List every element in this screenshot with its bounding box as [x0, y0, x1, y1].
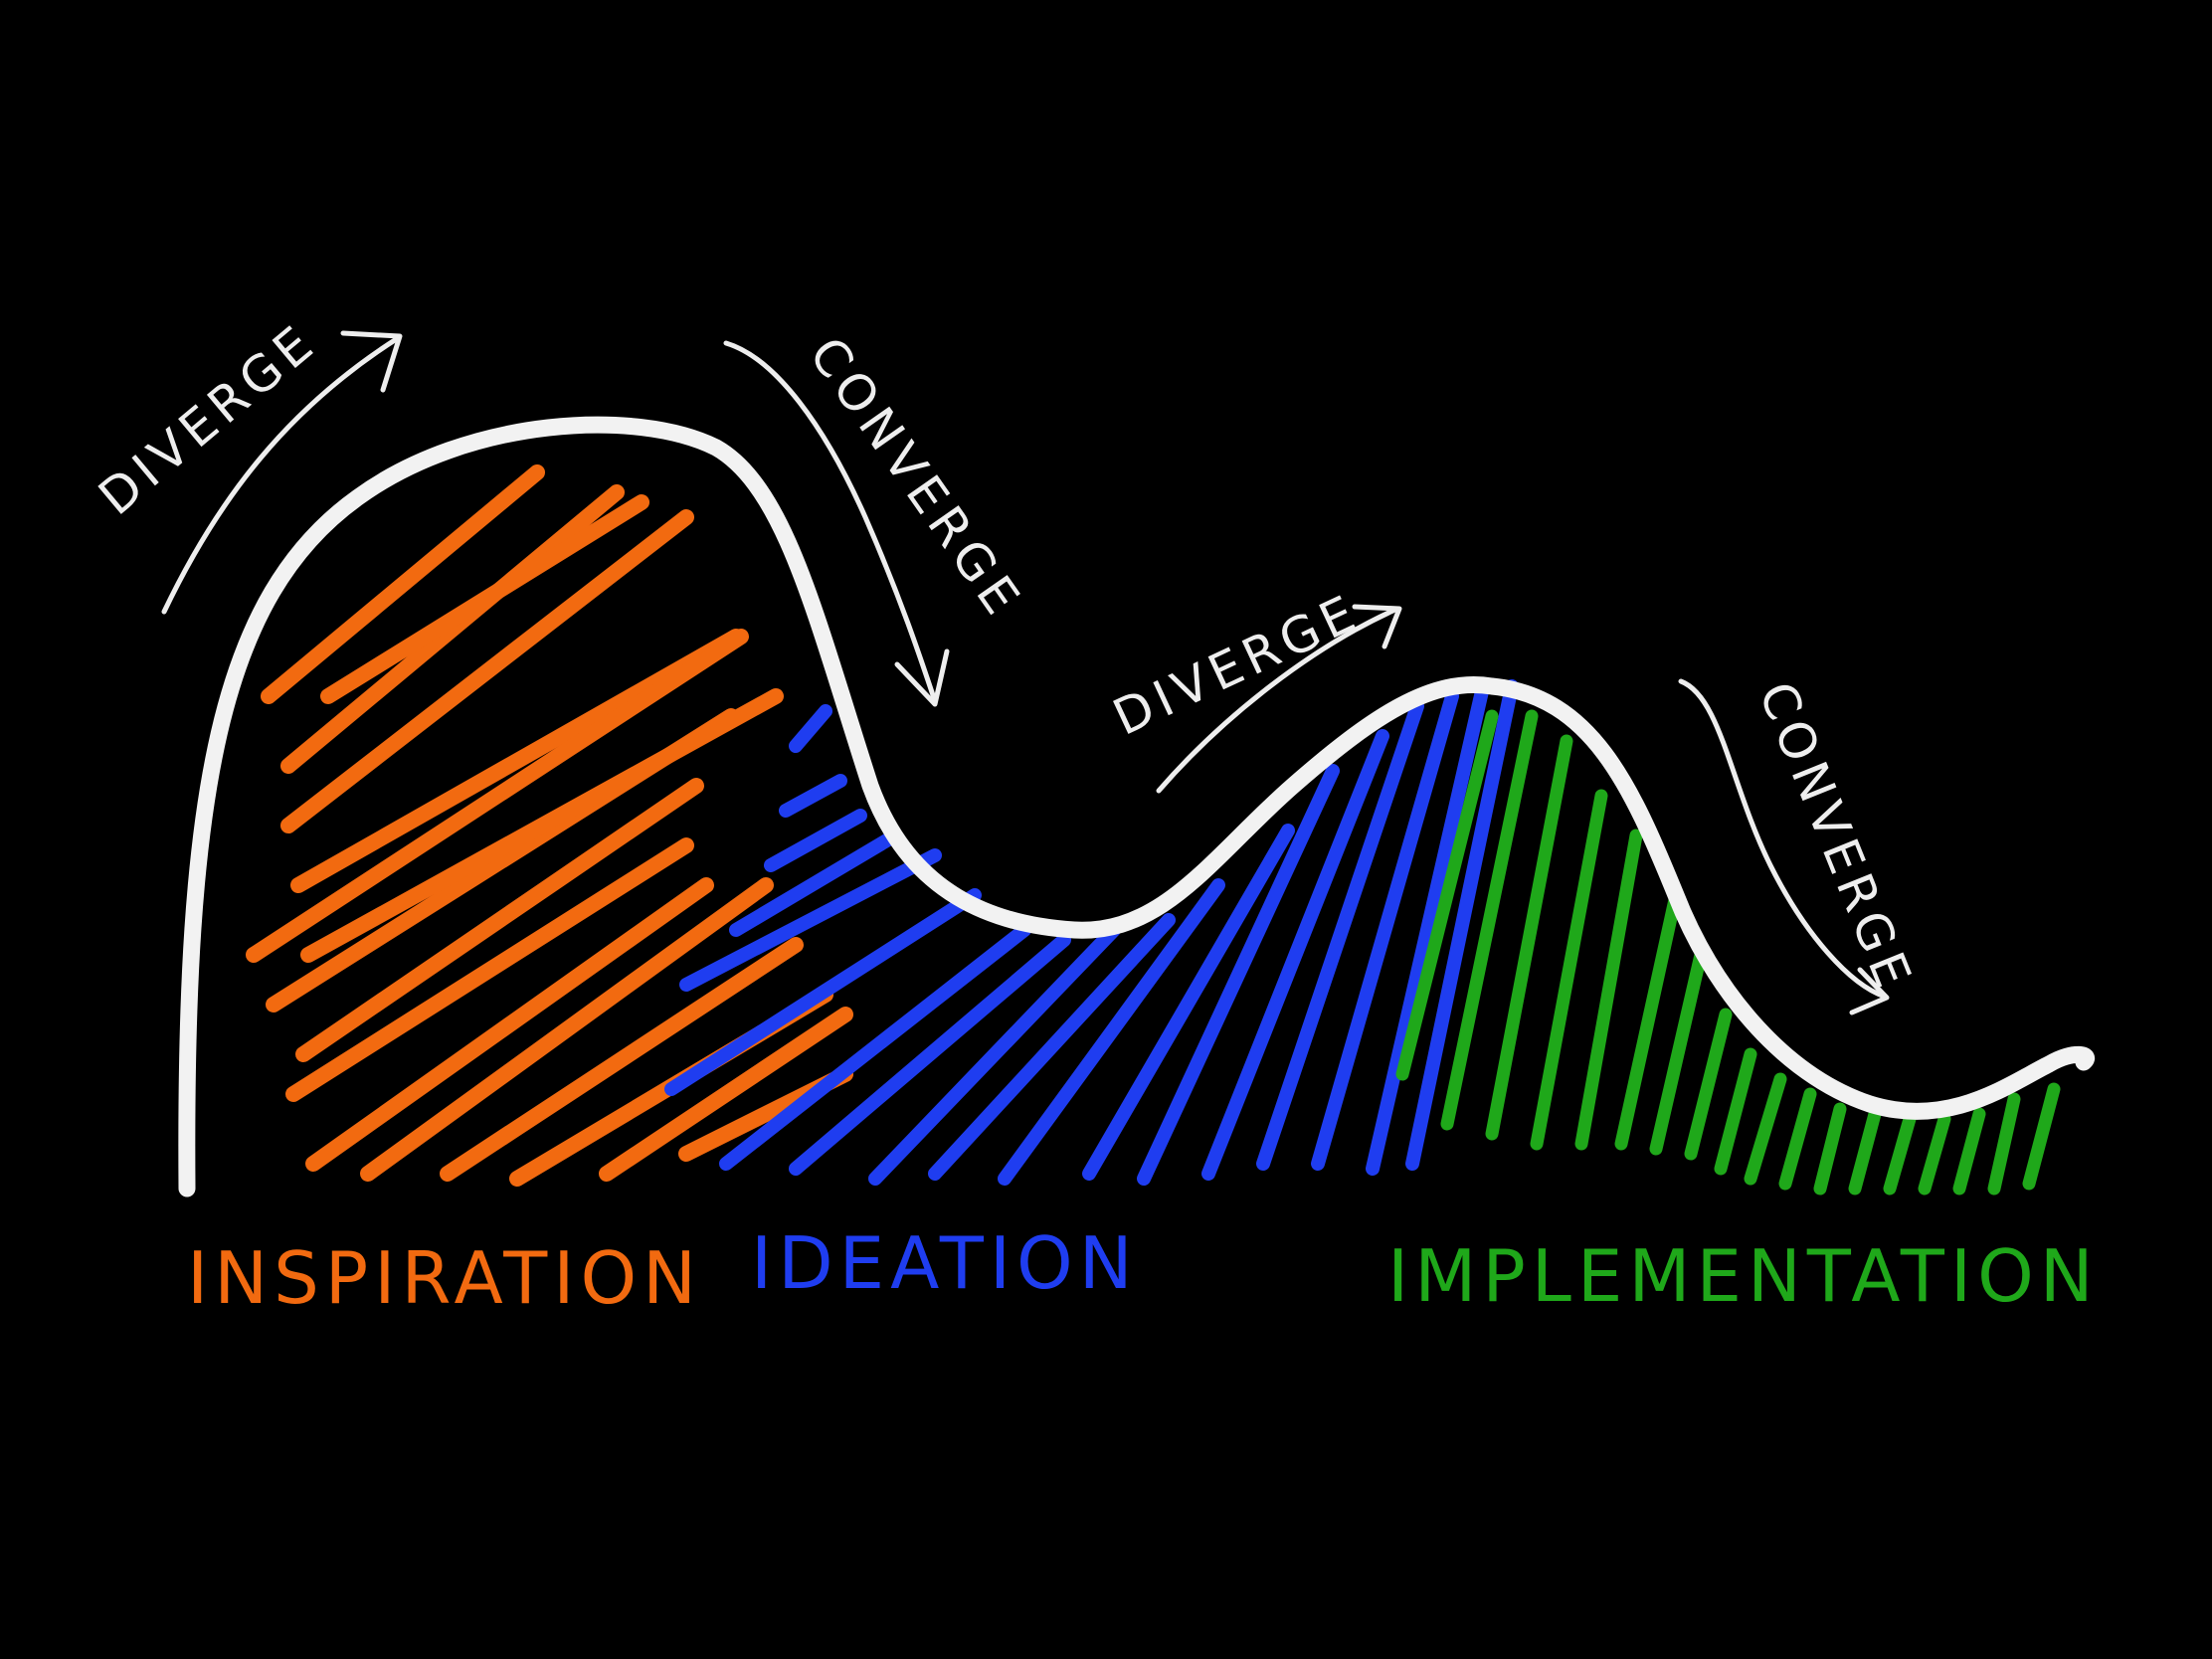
ideation-hatch-stroke: [789, 933, 1071, 1176]
ideation-hatch-stroke: [998, 878, 1225, 1186]
diverge-label-2: DIVERGE: [1105, 583, 1370, 747]
implementation-hatch-stroke: [1485, 734, 1573, 1141]
implementation-hatch-stroke: [1614, 888, 1683, 1151]
process-curve: [178, 416, 2095, 1198]
ideation-hatch-stroke: [1366, 684, 1489, 1176]
inspiration-hatch-stroke: [360, 877, 774, 1182]
implementation-hatch-stroke: [1714, 1047, 1757, 1176]
diverge-annotation-1: DIVERGE: [88, 312, 403, 615]
ideation-hatch-stroke: [1405, 679, 1519, 1171]
ideation-hatch-stroke: [928, 913, 1176, 1181]
phase-label-implementation: IMPLEMENTATION: [1387, 1234, 2100, 1318]
arrow-head-icon: [894, 648, 950, 707]
inspiration-hatch-stroke: [285, 837, 694, 1102]
inspiration-hatch-stroke: [320, 494, 649, 704]
diverge-arrow-1: [161, 335, 401, 615]
ideation-hatch-stroke: [1256, 699, 1424, 1171]
inspiration-hatch-stroke: [305, 877, 714, 1172]
diverge-annotation-2: DIVERGE: [1105, 583, 1402, 794]
inspiration-hatch-stroke: [295, 778, 704, 1062]
implementation-hatch-stroke: [2022, 1082, 2061, 1191]
implementation-hatch-area: [1395, 709, 2061, 1196]
implementation-hatch-stroke: [1778, 1087, 1817, 1191]
inspiration-hatch-stroke: [599, 1007, 853, 1182]
implementation-hatch-stroke: [1574, 829, 1643, 1151]
diverge-label-1: DIVERGE: [88, 312, 327, 526]
inspiration-hatch-stroke: [300, 688, 784, 963]
converge-label-2: CONVERGE: [1748, 674, 1925, 1001]
converge-arrow-1: [723, 340, 938, 704]
implementation-hatch-stroke: [1883, 1112, 1917, 1196]
implementation-hatch-stroke: [1918, 1112, 1951, 1196]
arrow-head-icon: [1849, 967, 1890, 1015]
implementation-hatch-stroke: [1649, 948, 1708, 1156]
ideation-hatch-stroke: [1311, 689, 1459, 1171]
implementation-hatch-stroke: [1440, 709, 1539, 1131]
phase-label-ideation: IDEATION: [751, 1221, 1139, 1305]
ideation-hatch-stroke: [664, 888, 982, 1096]
ideation-hatch-stroke: [1201, 729, 1389, 1181]
ideation-hatch-area: [664, 679, 1519, 1186]
diverge-arrow-2: [1156, 606, 1400, 794]
inspiration-hatch-area: [246, 464, 853, 1187]
ideation-hatch-stroke: [1082, 824, 1295, 1181]
implementation-hatch-stroke: [1813, 1102, 1847, 1196]
implementation-hatch-stroke: [1744, 1072, 1787, 1186]
implementation-hatch-stroke: [1848, 1107, 1882, 1196]
inspiration-hatch-stroke: [280, 484, 625, 774]
inspiration-hatch-stroke: [280, 509, 694, 833]
inspiration-hatch-stroke: [440, 937, 804, 1182]
ideation-hatch-stroke: [779, 774, 847, 818]
ideation-hatch-stroke: [789, 704, 832, 753]
ideation-hatch-stroke: [719, 923, 1031, 1171]
implementation-hatch-stroke: [1987, 1092, 2021, 1196]
implementation-hatch-stroke: [1684, 1008, 1733, 1161]
ideation-hatch-stroke: [764, 809, 867, 872]
ideation-hatch-stroke: [729, 829, 902, 937]
phase-label-inspiration: INSPIRATION: [187, 1236, 702, 1320]
ideation-hatch-stroke: [1137, 764, 1340, 1186]
arrow-head-icon: [1352, 604, 1402, 649]
implementation-hatch-stroke: [1395, 709, 1499, 1081]
inspiration-hatch-stroke: [246, 629, 749, 963]
implementation-hatch-stroke: [1530, 789, 1608, 1151]
ideation-hatch-stroke: [868, 923, 1121, 1186]
arrow-head-icon: [340, 330, 403, 393]
ideation-hatch-stroke: [679, 848, 942, 992]
inspiration-hatch-stroke: [261, 464, 545, 704]
converge-arrow-2: [1678, 678, 1888, 1000]
implementation-hatch-stroke: [1952, 1107, 1986, 1196]
converge-label-1: CONVERGE: [798, 327, 1033, 630]
